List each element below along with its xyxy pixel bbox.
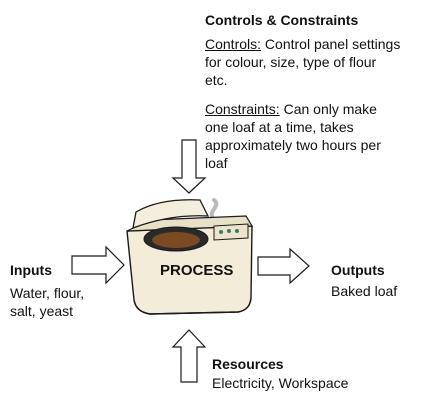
controls-line2: for colour, size, type of flour: [205, 54, 377, 70]
controls-label: Controls:: [205, 36, 262, 52]
inputs-line1: Water, flour,: [10, 285, 85, 301]
process-label: PROCESS: [160, 262, 234, 279]
resources-line1: Electricity, Workspace: [212, 375, 349, 391]
outputs-arrow-icon: [257, 247, 310, 285]
resources-arrow-icon: [171, 329, 207, 383]
controls-line1: Control panel settings: [261, 36, 401, 52]
constraints-text: Constraints: Can only make: [205, 100, 377, 118]
constraints-line4: loaf: [205, 155, 228, 171]
constraints-label: Constraints:: [205, 101, 280, 117]
outputs-line1: Baked loaf: [331, 283, 398, 299]
resources-heading: Resources: [212, 356, 284, 372]
controls-arrow-icon: [171, 139, 207, 194]
inputs-line2: salt, yeast: [10, 303, 74, 319]
controls-text: Controls: Control panel settings: [205, 35, 400, 53]
inputs-heading: Inputs: [10, 262, 52, 278]
inputs-arrow-icon: [71, 245, 125, 285]
controls-constraints-heading: Controls & Constraints: [205, 12, 359, 28]
constraints-line1: Can only make: [279, 101, 377, 117]
bread-machine-icon: [126, 198, 254, 315]
controls-line3: etc.: [205, 72, 228, 88]
constraints-line3: approximately two hours per: [205, 137, 381, 153]
outputs-heading: Outputs: [331, 262, 385, 278]
constraints-line2: one loaf at a time, takes: [205, 119, 354, 135]
